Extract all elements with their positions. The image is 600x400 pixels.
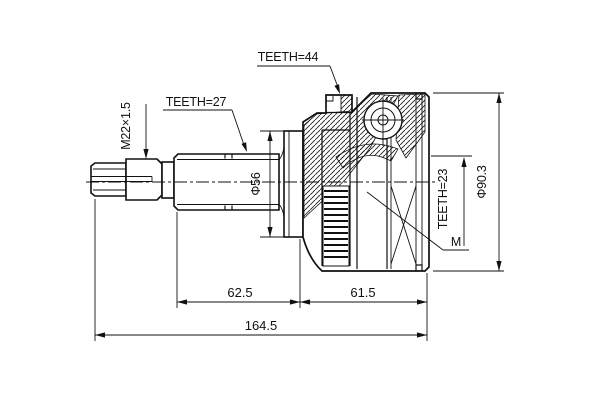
housing-outline [302, 92, 430, 272]
threaded-stub [90, 162, 127, 197]
shaft-collar [125, 158, 163, 201]
spline-tick-marks [224, 154, 233, 210]
abs-tone-ring [326, 95, 352, 114]
ring-teeth-callout: TEETH=44 [258, 50, 319, 64]
inner-teeth-callout: TEETH=23 [436, 168, 450, 229]
dimension-annotations [94, 65, 504, 341]
hatched-cage-section [335, 143, 399, 169]
shaft-neck [161, 161, 175, 199]
thread-spec-callout: M22×1.5 [119, 102, 133, 150]
shaft-teeth-callout: TEETH=27 [166, 95, 227, 109]
inner-spline-ribs [322, 185, 350, 267]
flange-diameter-callout: Φ56 [249, 172, 263, 196]
dim-shaft-section: 62.5 [227, 285, 252, 300]
dim-overall-length: 164.5 [245, 318, 278, 333]
m-reference-label: M [451, 235, 461, 249]
stub-slot [91, 176, 153, 182]
text-labels: TEETH=44 TEETH=27 M22×1.5 Φ56 TEETH=23 Φ… [119, 50, 489, 333]
inner-race [321, 113, 351, 266]
bearing-ball [362, 98, 404, 146]
dim-joint-section: 61.5 [350, 285, 375, 300]
outer-diameter-callout: Φ90.3 [475, 165, 489, 199]
shaft-flange [283, 130, 304, 238]
